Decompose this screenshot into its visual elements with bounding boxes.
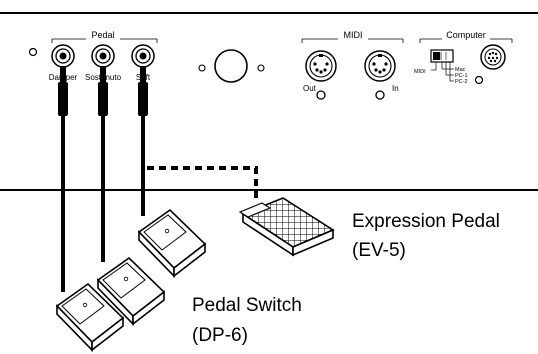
damper-plug-and-cable bbox=[58, 66, 68, 292]
pedal-switch-name: Pedal Switch bbox=[192, 295, 302, 316]
pedal-switch-model: (DP-6) bbox=[192, 325, 248, 346]
soft-jack[interactable] bbox=[131, 44, 155, 68]
midi-group: MIDI Out In bbox=[301, 30, 404, 100]
switch-label-pc2: PC-2 bbox=[455, 79, 468, 85]
damper-pedal-switch bbox=[55, 282, 125, 352]
midi-out-screw bbox=[316, 90, 326, 100]
switch-label-mac: Mac bbox=[455, 67, 466, 73]
expression-pedal-name: Expression Pedal bbox=[352, 211, 500, 232]
midi-out-label: Out bbox=[303, 84, 317, 93]
computer-group-title: Computer bbox=[446, 30, 486, 40]
midi-group-title: MIDI bbox=[344, 30, 363, 40]
soft-pedal-switch bbox=[137, 208, 207, 278]
sostenuto-plug-and-cable bbox=[98, 66, 108, 262]
computer-group: Computer MIDI Mac PC-1 PC-2 bbox=[414, 30, 513, 85]
panel-screw-hole bbox=[28, 47, 38, 57]
sostenuto-pedal-switch bbox=[96, 256, 166, 326]
midi-in-label: In bbox=[392, 84, 399, 93]
computer-port-screw bbox=[474, 75, 484, 85]
sostenuto-jack[interactable] bbox=[91, 44, 115, 68]
midi-in-screw bbox=[375, 90, 385, 100]
midi-in-port[interactable] bbox=[364, 50, 396, 82]
switch-label-pc1: PC-1 bbox=[455, 73, 468, 79]
damper-jack[interactable] bbox=[51, 44, 75, 68]
expression-cable-route bbox=[147, 166, 258, 200]
computer-port[interactable] bbox=[480, 44, 506, 70]
expression-pedal bbox=[238, 197, 335, 257]
pedal-jack-group: Pedal Damper Sostenuto Soft bbox=[28, 30, 158, 82]
pedal-group-title: Pedal bbox=[91, 30, 114, 40]
soft-plug-and-cable bbox=[138, 66, 148, 216]
midi-out-port[interactable] bbox=[305, 50, 337, 82]
computer-mode-switch[interactable] bbox=[430, 49, 454, 63]
switch-label-midi: MIDI bbox=[414, 69, 426, 75]
expression-pedal-model: (EV-5) bbox=[352, 240, 406, 261]
center-jack bbox=[198, 49, 265, 83]
